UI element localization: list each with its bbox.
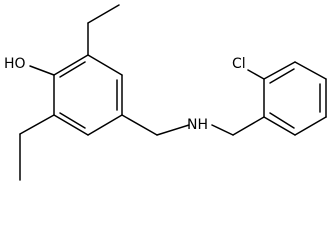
bond	[29, 65, 55, 76]
double-bond-inner	[269, 68, 295, 84]
chloro-group: Cl	[232, 56, 265, 80]
bond	[87, 4, 120, 24]
bond	[156, 124, 190, 136]
bond	[19, 114, 55, 135]
bond	[263, 116, 296, 136]
double-bond-inner	[59, 61, 86, 78]
bond	[53, 114, 89, 136]
bond	[87, 54, 123, 76]
chlorophenyl-ring	[263, 61, 327, 136]
amine-label: NH	[187, 117, 208, 133]
bond	[294, 116, 327, 136]
hydroxyl-group: HO	[4, 56, 55, 76]
bond	[294, 61, 327, 80]
methoxy-top	[87, 4, 120, 56]
phenol-ring	[53, 54, 123, 136]
methoxy-bottom	[19, 114, 55, 181]
bond	[263, 61, 296, 80]
bond	[53, 54, 89, 76]
bond	[121, 114, 158, 136]
double-bond-inner	[59, 112, 86, 129]
bond	[211, 124, 234, 136]
bond	[87, 114, 123, 136]
chemical-structure-diagram: HO NH Cl	[4, 4, 327, 181]
double-bond-inner	[269, 112, 295, 129]
amine-linker: NH	[121, 114, 265, 136]
hydroxyl-label: HO	[4, 56, 26, 72]
bond	[247, 69, 265, 80]
chlorine-label: Cl	[232, 56, 246, 72]
bond	[232, 116, 265, 136]
